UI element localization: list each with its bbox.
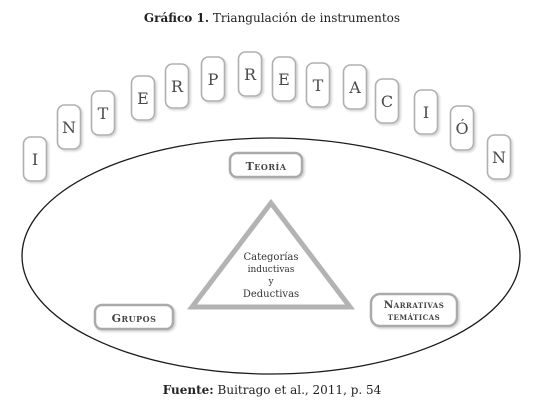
- arch-letter: R: [244, 65, 257, 84]
- outer-ellipse: [21, 137, 521, 375]
- arch-letter: I: [32, 150, 38, 169]
- arch-letter: I: [423, 103, 429, 122]
- arch-letter-box: [200, 56, 226, 102]
- figure-title-prefix: Gráfico 1.: [143, 11, 210, 25]
- box-grupos-label: Grupos: [112, 312, 157, 325]
- figure-title-text: Triangulación de instrumentos: [212, 11, 401, 25]
- arch-letter: R: [171, 77, 184, 96]
- center-line-3: y: [267, 277, 274, 287]
- arch-letter-tile: P: [200, 56, 226, 102]
- arch-letter-box: [56, 104, 82, 150]
- figure-source-text: Buitrago et al., 2011, p. 54: [217, 383, 382, 397]
- arch-letter: T: [98, 104, 109, 123]
- center-line-1-text: Categorías: [243, 252, 298, 263]
- arch-letter: N: [62, 118, 76, 137]
- arch-letter-box: [486, 134, 512, 180]
- arch-letter-tile: I: [22, 136, 48, 182]
- arch-letter: A: [348, 78, 361, 97]
- arch-letter: T: [313, 76, 324, 95]
- arch-letter-box: [90, 90, 116, 136]
- arch-letter: P: [208, 70, 219, 89]
- arch-letter-tile: R: [237, 51, 263, 97]
- arch-letter-tile: R: [164, 63, 190, 109]
- arch-letter-tile: E: [271, 56, 297, 102]
- arch-letter-tile: I: [413, 89, 439, 135]
- figure-title: Gráfico 1. Triangulación de instrumentos: [0, 11, 544, 25]
- arch-letter-box: [271, 56, 297, 102]
- box-teoria-label: Teoría: [246, 160, 287, 173]
- arch-letter-box: [130, 75, 156, 121]
- arch-letter-tile: Ó: [449, 105, 475, 151]
- interpretation-arch: I N T E R P R E T A C I Ó N: [22, 51, 512, 182]
- arch-letter: C: [381, 92, 393, 111]
- arch-letter-box: [305, 62, 331, 108]
- center-line-4-text: Deductivas: [243, 289, 299, 300]
- box-narrativas-line-1: Narrativas: [384, 299, 445, 311]
- center-line-4: Deductivas: [243, 289, 299, 300]
- center-line-2-text: inductivas: [248, 265, 295, 275]
- arch-letter: E: [278, 70, 290, 89]
- arch-letter-box: [374, 78, 400, 124]
- center-triangle: [186, 198, 356, 310]
- arch-letter-box: [237, 51, 263, 97]
- arch-letter-tile: N: [56, 104, 82, 150]
- arch-letter-box: [342, 64, 368, 110]
- figure-source: Fuente: Buitrago et al., 2011, p. 54: [0, 383, 544, 397]
- box-teoria: Teoría: [228, 151, 304, 179]
- center-line-3-text: y: [267, 277, 274, 287]
- arch-letter-tile: A: [342, 64, 368, 110]
- arch-letter-tile: C: [374, 78, 400, 124]
- arch-letter: E: [137, 89, 149, 108]
- box-narrativas-line-2: temáticas: [388, 312, 440, 323]
- arch-letter: Ó: [455, 118, 468, 138]
- center-line-2: inductivas: [248, 265, 295, 275]
- arch-letter-box: [449, 105, 475, 151]
- arch-letter-box: [164, 63, 190, 109]
- arch-letter-box: [22, 136, 48, 182]
- arch-letter-tile: T: [90, 90, 116, 136]
- arch-letter-box: [413, 89, 439, 135]
- center-line-1: Categorías: [243, 252, 298, 263]
- arch-letter: N: [492, 148, 506, 167]
- arch-letter-tile: E: [130, 75, 156, 121]
- figure-source-prefix: Fuente:: [162, 383, 214, 397]
- box-grupos: Grupos: [93, 303, 175, 331]
- box-narrativas: Narrativas temáticas: [369, 292, 459, 328]
- arch-letter-tile: N: [486, 134, 512, 180]
- arch-letter-tile: T: [305, 62, 331, 108]
